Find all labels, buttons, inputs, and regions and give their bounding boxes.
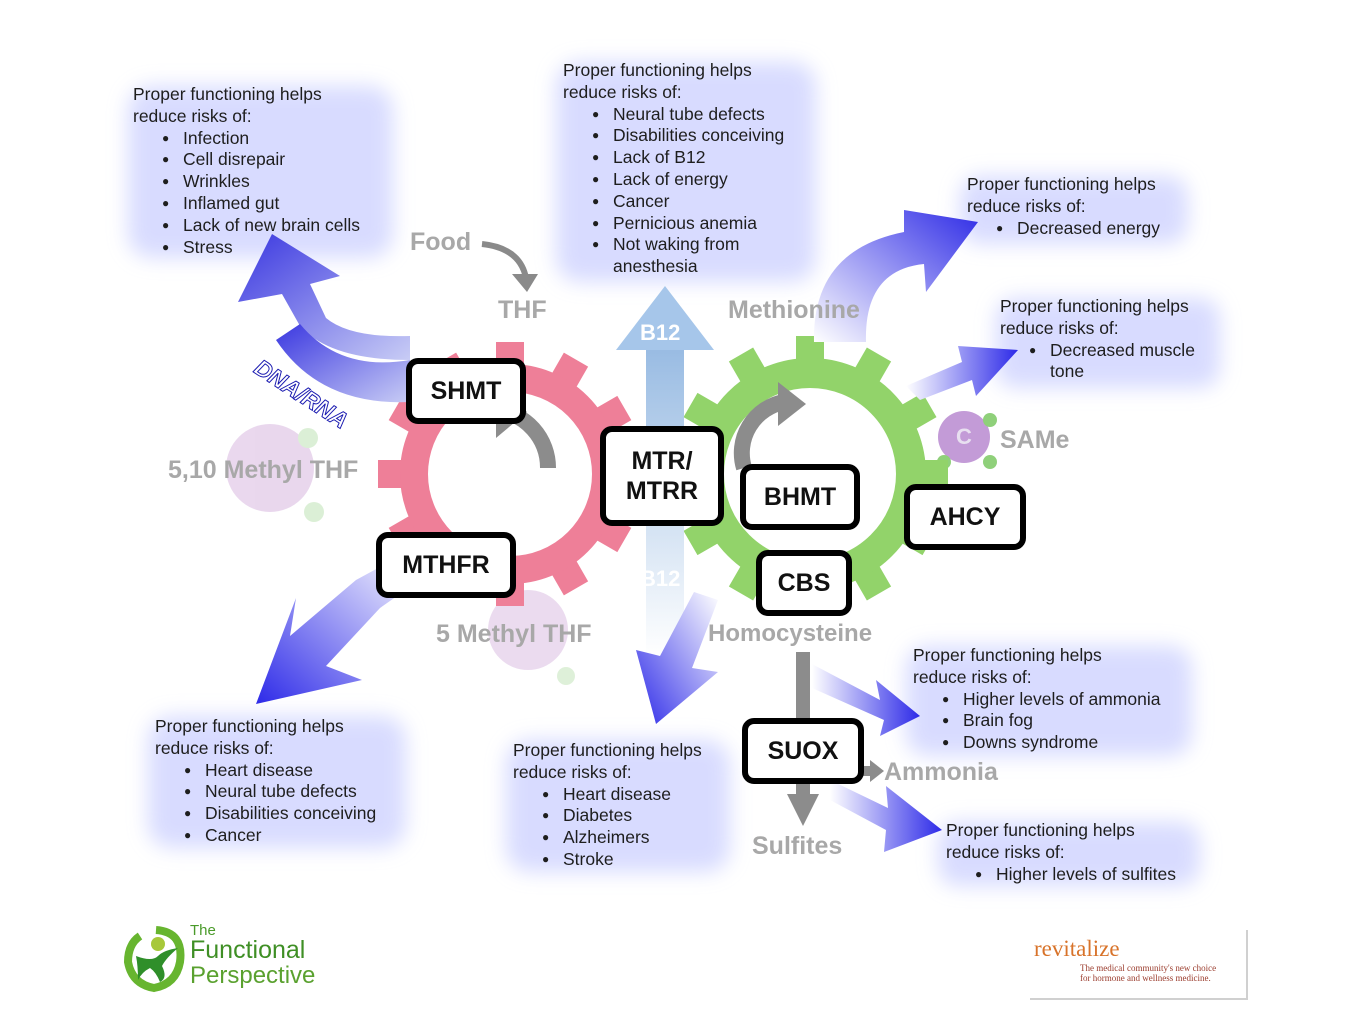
logo-the: The (190, 922, 216, 939)
molecule-5-10-methyl-thf (226, 424, 324, 522)
list-item: Higher levels of sulfites (975, 864, 1176, 886)
enzyme-mtr-line2: MTRR (625, 477, 699, 505)
note-heading: reduce risks of: (155, 737, 274, 758)
list-item: Disabilities conceiving (184, 803, 376, 825)
label-5-10-methyl-thf: 5,10 Methyl THF (168, 456, 359, 484)
enzyme-cbs: CBS (756, 550, 852, 616)
logo-revitalize-name: revitalize (1034, 936, 1120, 961)
note-shmt-risks: Proper functioning helps reduce risks of… (133, 84, 360, 258)
note-heading: Proper functioning helps (946, 820, 1135, 840)
note-energy-risks: Proper functioning helps reduce risks of… (967, 174, 1160, 239)
list-item: Stress (162, 237, 360, 259)
ammonia-arrowhead (870, 760, 884, 782)
list-item: Inflamed gut (162, 193, 360, 215)
list-item: Cell disrepair (162, 149, 360, 171)
list-item: Lack of new brain cells (162, 215, 360, 237)
note-heading: reduce risks of: (1000, 317, 1119, 338)
revitalize-logo: revitalize The medical community's new c… (1030, 930, 1248, 1000)
list-item: Heart disease (184, 760, 376, 782)
list-item: Lack of B12 (592, 147, 784, 169)
list-item: Downs syndrome (942, 732, 1160, 754)
sulfites-risk-arrow (830, 780, 942, 852)
note-heading: Proper functioning helps (563, 60, 752, 80)
note-heading: Proper functioning helps (913, 645, 1102, 665)
label-b12-top: B12 (640, 320, 681, 345)
note-heading: Proper functioning helps (967, 174, 1156, 194)
label-thf: THF (498, 296, 547, 324)
label-same: SAMe (1000, 426, 1070, 454)
list-item: Neural tube defects (184, 781, 376, 803)
note-muscle-risks: Proper functioning helps reduce risks of… (1000, 296, 1195, 383)
food-arrow (481, 241, 529, 279)
enzyme-suox: SUOX (742, 718, 864, 784)
list-item: Disabilities conceiving (592, 125, 784, 147)
leaf-figure-icon (123, 926, 185, 993)
list-item: Neural tube defects (592, 104, 784, 126)
logo-perspective: Perspective (190, 962, 316, 989)
list-item: Wrinkles (162, 171, 360, 193)
note-heading: reduce risks of: (133, 105, 252, 126)
list-item: Cancer (592, 191, 784, 213)
enzyme-bhmt: BHMT (740, 464, 860, 530)
list-item: Heart disease (542, 784, 702, 806)
note-heading: Proper functioning helps (155, 716, 344, 736)
enzyme-ahcy: AHCY (904, 484, 1026, 550)
logo-functional: Functional (190, 936, 306, 964)
sulfites-arrowhead (787, 794, 819, 826)
dna-rna-arrow (238, 234, 410, 403)
label-same-atom: C (956, 424, 972, 449)
methionine-cycle-arrowhead (778, 382, 806, 426)
enzyme-mtr-line1: MTR/ (631, 447, 693, 475)
note-mtr-risks: Proper functioning helps reduce risks of… (563, 60, 784, 278)
note-homocysteine-risks: Proper functioning helps reduce risks of… (513, 740, 702, 871)
note-heading: reduce risks of: (513, 761, 632, 782)
methionine-cycle-arrow (733, 394, 786, 471)
food-arrowhead (512, 274, 538, 292)
label-b12-bottom: B12 (640, 566, 681, 591)
enzyme-mthfr: MTHFR (376, 532, 516, 598)
list-item: Higher levels of ammonia (942, 689, 1161, 711)
label-ammonia: Ammonia (884, 758, 998, 786)
list-item: Cancer (184, 825, 376, 847)
note-heading: reduce risks of: (563, 81, 682, 102)
note-mthfr-risks: Proper functioning helps reduce risks of… (155, 716, 376, 847)
list-item: Diabetes (542, 805, 702, 827)
list-item: Decreased energy (996, 218, 1160, 240)
note-heading: Proper functioning helps (513, 740, 702, 760)
list-item-continuation: tone (1050, 361, 1085, 382)
muscle-tone-arrow (906, 346, 1018, 400)
logo-revitalize-tag1: The medical community's new choice (1080, 963, 1217, 973)
label-food: Food (410, 228, 472, 256)
list-item: Infection (162, 128, 360, 150)
note-heading: reduce risks of: (967, 195, 1086, 216)
list-item: Lack of energy (592, 169, 784, 191)
list-item: Not waking from (592, 234, 784, 256)
note-heading: reduce risks of: (946, 841, 1065, 862)
list-item-continuation: anesthesia (613, 256, 698, 277)
ammonia-risk-arrow (812, 664, 920, 736)
enzyme-mtr-mtrr: MTR/ MTRR (600, 426, 724, 526)
functional-perspective-logo: The Functional Perspective (120, 922, 340, 1002)
label-homocysteine: Homocysteine (708, 620, 873, 647)
note-ammonia-risks: Proper functioning helps reduce risks of… (913, 645, 1160, 754)
label-5-methyl-thf: 5 Methyl THF (436, 620, 592, 648)
note-heading: Proper functioning helps (133, 84, 322, 104)
note-heading: Proper functioning helps (1000, 296, 1189, 316)
list-item: Decreased muscle (1029, 340, 1195, 362)
label-sulfites: Sulfites (752, 832, 843, 860)
enzyme-shmt: SHMT (406, 358, 526, 424)
homocysteine-arrow (636, 592, 718, 724)
note-heading: reduce risks of: (913, 666, 1032, 687)
energy-arrow (813, 210, 978, 342)
note-sulfites-risks: Proper functioning helps reduce risks of… (946, 820, 1176, 885)
logo-revitalize-tag2: for hormone and wellness medicine. (1080, 973, 1211, 983)
list-item: Alzheimers (542, 827, 702, 849)
list-item: Brain fog (942, 710, 1160, 732)
label-methionine: Methionine (728, 296, 860, 324)
list-item: Stroke (542, 849, 702, 871)
list-item: Pernicious anemia (592, 213, 784, 235)
molecule-5-methyl-thf (488, 590, 575, 685)
